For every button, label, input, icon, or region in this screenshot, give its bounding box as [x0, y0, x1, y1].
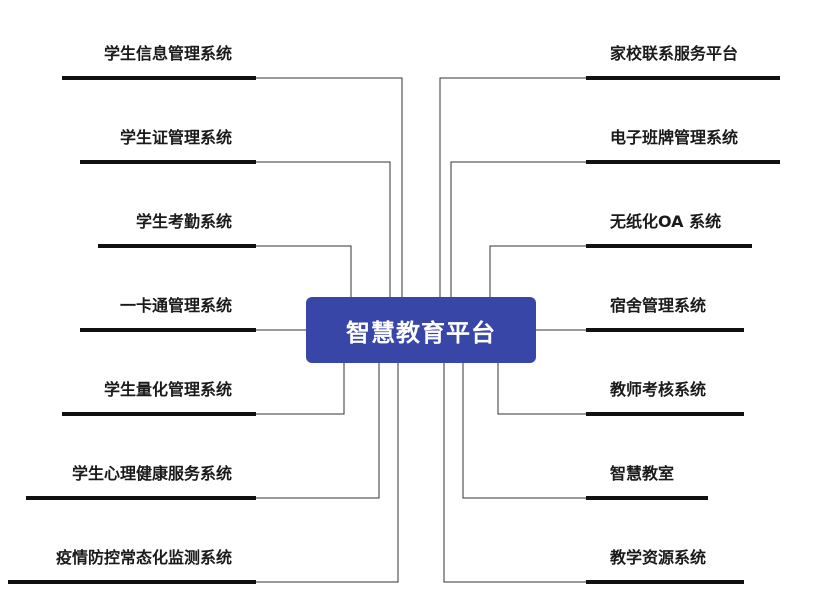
right-item-label: 宿舍管理系统	[610, 296, 707, 315]
right-connector-line	[443, 363, 586, 583]
right-item-underline	[586, 160, 780, 164]
left-item-label: 学生心理健康服务系统	[71, 464, 232, 483]
right-item-underline	[586, 328, 744, 332]
right-item-underline	[586, 244, 752, 248]
left-item-label: 学生证管理系统	[119, 128, 232, 147]
left-connector-line	[256, 245, 352, 297]
center-node: 智慧教育平台	[306, 297, 536, 363]
left-connector-line	[256, 77, 403, 297]
left-connector-line	[256, 161, 391, 297]
right-item-label: 无纸化OA 系统	[610, 212, 722, 231]
left-item-underline	[80, 328, 256, 332]
right-connector-line	[489, 245, 586, 297]
left-item-underline	[62, 76, 256, 80]
left-connector-line	[256, 363, 380, 499]
right-item-label: 智慧教室	[610, 464, 675, 483]
right-item-underline	[586, 76, 780, 80]
left-item-underline	[80, 160, 256, 164]
left-item-label: 学生考勤系统	[135, 212, 232, 231]
right-connector-line	[497, 363, 586, 415]
right-item-label: 教师考核系统	[610, 380, 707, 399]
right-connector-line	[462, 363, 586, 499]
left-item-underline	[62, 412, 256, 416]
left-item-label: 学生信息管理系统	[103, 44, 232, 63]
right-item-underline	[586, 496, 708, 500]
left-item-label: 学生量化管理系统	[103, 380, 232, 399]
left-item-underline	[8, 580, 256, 584]
left-item-label: 一卡通管理系统	[119, 296, 232, 315]
left-connector-line	[256, 363, 399, 583]
right-connector-line	[439, 77, 586, 297]
right-item-label: 家校联系服务平台	[610, 44, 739, 63]
left-item-underline	[98, 244, 256, 248]
left-item-underline	[26, 496, 256, 500]
right-connector-line	[450, 161, 586, 297]
left-connector-line	[256, 363, 345, 415]
left-item-label: 疫情防控常态化监测系统	[55, 548, 232, 567]
right-item-underline	[586, 412, 744, 416]
right-item-label: 电子班牌管理系统	[610, 128, 739, 147]
right-item-label: 教学资源系统	[610, 548, 707, 567]
right-item-underline	[586, 580, 744, 584]
